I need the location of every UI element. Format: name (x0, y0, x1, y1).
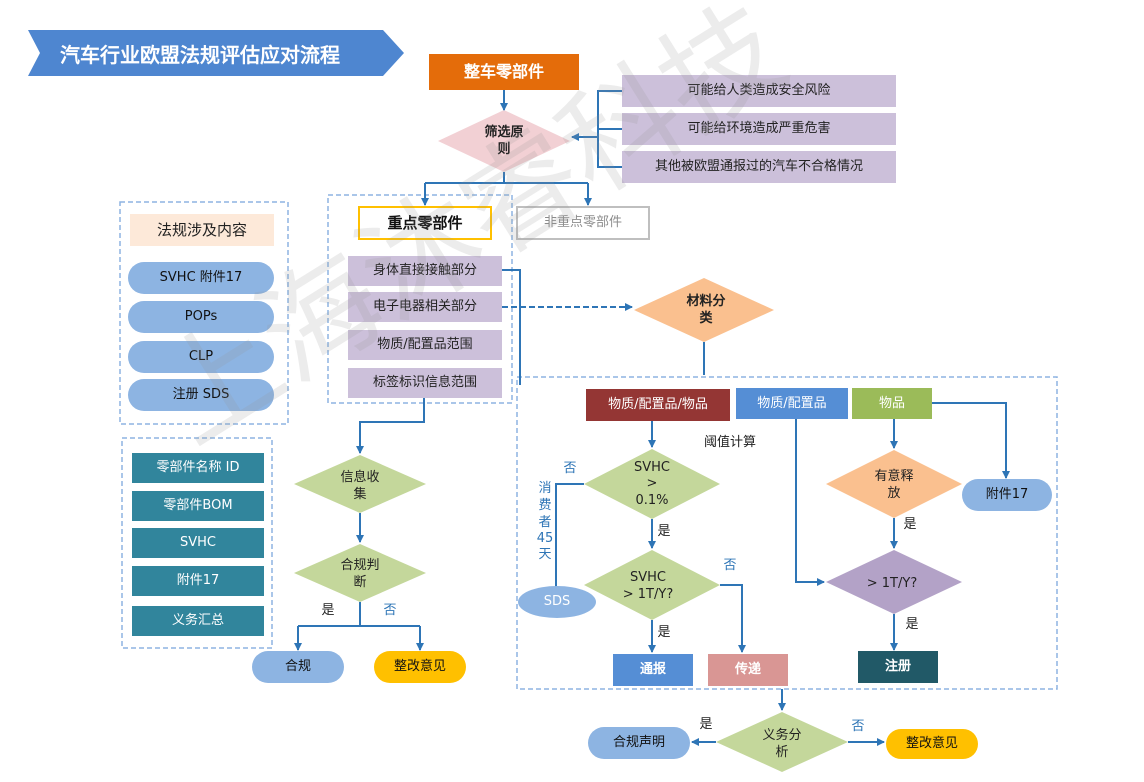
key-parts-box: 重点零部件 (358, 206, 492, 240)
info-group (121, 437, 273, 649)
svhc-1t-diamond (584, 550, 720, 620)
info-item: 零部件名称 ID (132, 453, 264, 483)
compliance-diamond (294, 544, 426, 602)
svhc01-label-3: 0.1% (635, 493, 668, 508)
compliance-label-2: 断 (353, 575, 366, 590)
info-item: SVHC (132, 528, 264, 558)
threshold-calc-label: 阈值计算 (704, 434, 756, 450)
category-article: 物品 (852, 388, 932, 419)
statement-pill: 合规声明 (588, 727, 690, 759)
over1t-label: > 1T/Y? (867, 576, 917, 591)
screening-label-1: 筛选原 (484, 124, 523, 140)
svhc1t-no: 否 (723, 558, 736, 573)
transmit-box: 传递 (708, 654, 788, 686)
sds-ellipse: SDS (518, 586, 596, 618)
title-banner: 汽车行业欧盟法规评估应对流程 (28, 30, 404, 76)
screening-label-2: 则 (497, 141, 510, 157)
obligation-diamond (716, 712, 848, 772)
key-part-item: 身体直接接触部分 (348, 256, 502, 286)
svhc1t-label-1: SVHC (630, 570, 666, 585)
left-yes: 是 (321, 603, 334, 618)
info-item: 零部件BOM (132, 491, 264, 521)
svhc01-no: 否 (563, 461, 576, 476)
info-item: 义务汇总 (132, 606, 264, 636)
category-mixture-article: 物质/配置品/物品 (586, 389, 730, 421)
svhc1t-label-2: > 1T/Y? (623, 587, 673, 602)
classify-label-2: 类 (699, 310, 713, 326)
compliant-pill: 合规 (252, 651, 344, 683)
over1t-yes: 是 (905, 617, 918, 632)
release-label-1: 有意释 (874, 468, 913, 484)
left-no: 否 (383, 603, 396, 618)
material-group (516, 376, 1058, 690)
key-part-item: 标签标识信息范围 (348, 368, 502, 398)
screening-diamond (438, 110, 570, 172)
bottom-no: 否 (851, 719, 864, 734)
criteria-item: 其他被欧盟通报过的汽车不合格情况 (622, 151, 896, 183)
obligation-label-2: 析 (775, 745, 788, 760)
annex17-pill: 附件17 (962, 479, 1052, 511)
info-collect-label-2: 集 (353, 486, 366, 502)
regulation-item: SVHC 附件17 (128, 262, 274, 294)
non-key-parts-box: 非重点零部件 (516, 206, 650, 240)
rectify-pill-bottom: 整改意见 (886, 729, 978, 759)
category-substance: 物质/配置品 (736, 388, 848, 419)
regulation-item: POPs (128, 301, 274, 333)
svhc01-yes: 是 (657, 524, 670, 539)
regulation-item: CLP (128, 341, 274, 373)
criteria-item: 可能给环境造成严重危害 (622, 113, 896, 145)
key-parts-group (327, 194, 513, 404)
banner-shape (28, 30, 404, 76)
key-part-item: 物质/配置品范围 (348, 330, 502, 360)
bottom-yes: 是 (699, 717, 712, 732)
regulation-title: 法规涉及内容 (130, 214, 274, 246)
page-title: 汽车行业欧盟法规评估应对流程 (60, 43, 340, 67)
register-box: 注册 (858, 651, 938, 683)
regulation-group (119, 201, 289, 425)
notify-box: 通报 (613, 654, 693, 686)
svhc01-label-1: SVHC (634, 460, 670, 475)
obligation-label-1: 义务分 (762, 727, 801, 743)
svhc01-label-2: > (647, 476, 658, 491)
release-yes: 是 (903, 517, 916, 532)
compliance-label-1: 合规判 (340, 558, 379, 573)
key-part-item: 电子电器相关部分 (348, 292, 502, 322)
info-item: 附件17 (132, 566, 264, 596)
material-classify-diamond (634, 278, 774, 342)
criteria-item: 可能给人类造成安全风险 (622, 75, 896, 107)
svhc1t-yes: 是 (657, 625, 670, 640)
rectify-pill-left: 整改意见 (374, 651, 466, 683)
release-label-2: 放 (887, 486, 900, 501)
release-diamond (826, 450, 962, 518)
vehicle-parts-box: 整车零部件 (429, 54, 579, 90)
info-collect-diamond (294, 455, 426, 513)
regulation-item: 注册 SDS (128, 379, 274, 411)
info-collect-label-1: 信息收 (340, 469, 379, 485)
svhc-01-diamond (584, 449, 720, 519)
over-1t-diamond (826, 550, 962, 614)
classify-label-1: 材料分 (686, 293, 725, 309)
